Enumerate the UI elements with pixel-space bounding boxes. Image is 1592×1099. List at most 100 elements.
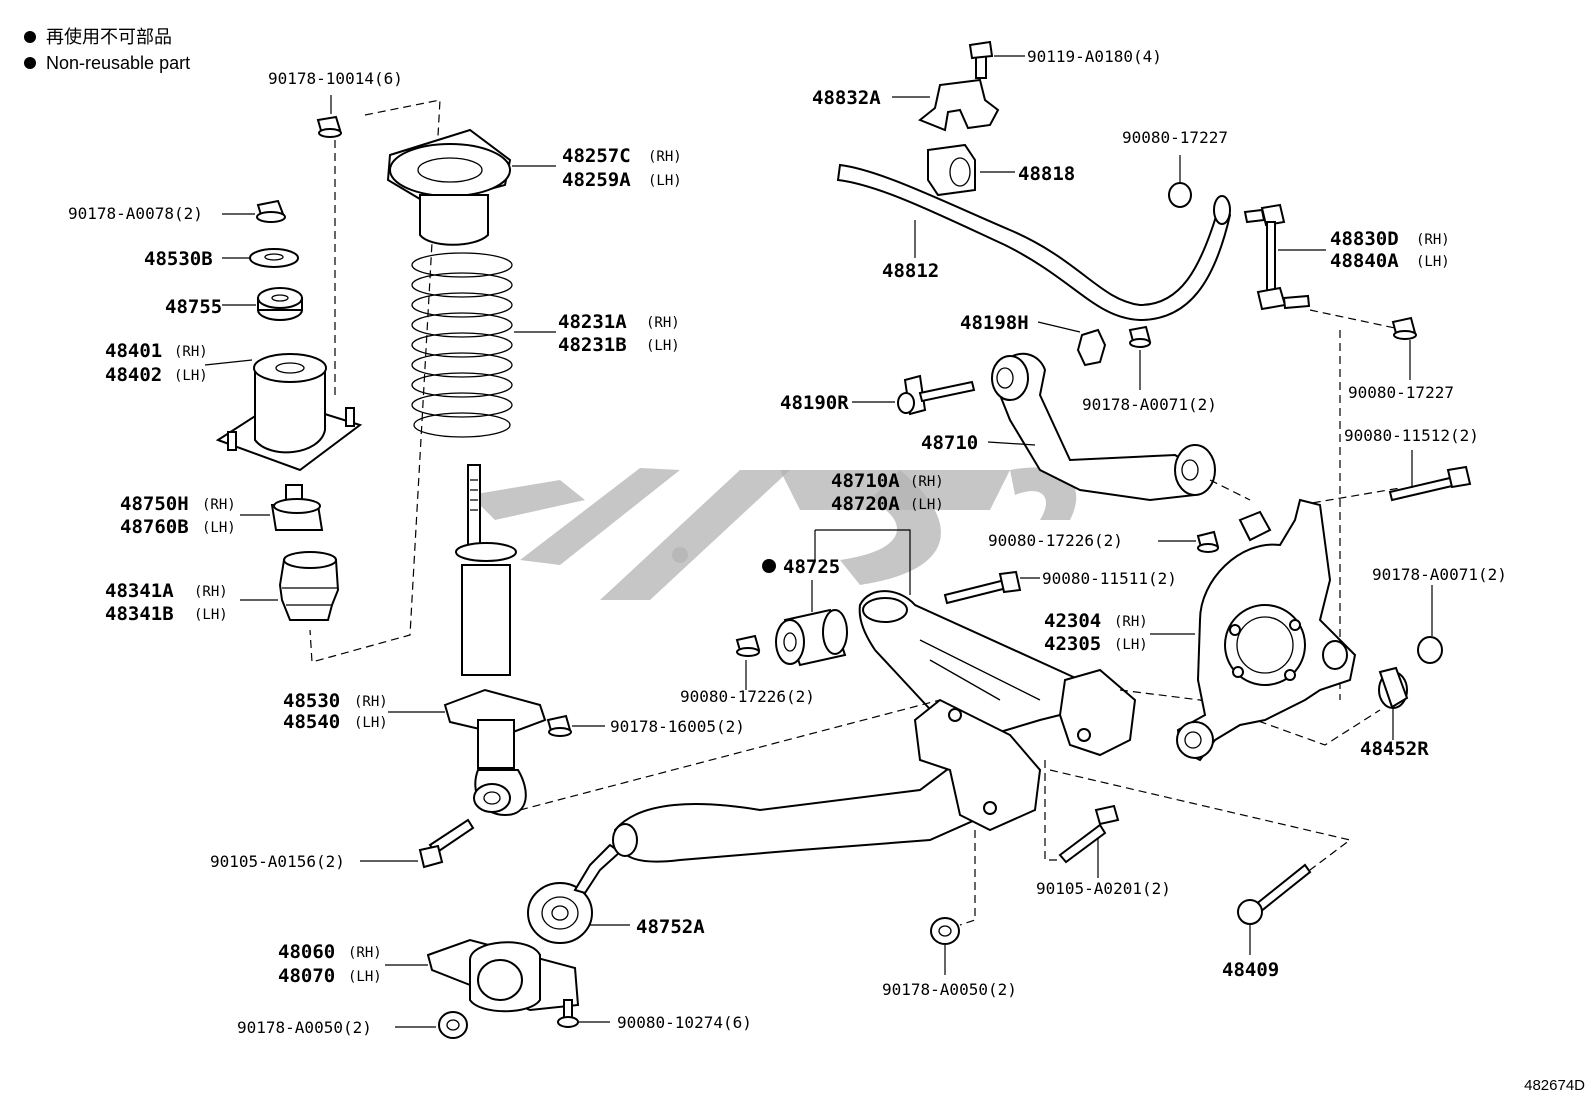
diagram-id: 482674D [1524,1077,1585,1094]
label-rh: (RH) [1114,614,1148,630]
stabilizer-link-icon [1243,203,1311,311]
label-48818: 48818 [1018,163,1075,185]
non-reusable-bullet-icon [762,559,776,573]
coil-spring-icon [411,252,513,438]
label-48830D: 48830D [1330,228,1399,250]
label-rh: (RH) [1416,232,1450,248]
label-48259A: 48259A [562,169,631,191]
flange-nut-icon [438,1011,468,1039]
label-lh: (LH) [910,497,944,513]
label-48231B: 48231B [558,334,627,356]
label-rh: (RH) [202,497,236,513]
upper-support-icon [215,353,363,472]
label-48402: 48402 [105,364,162,386]
hex-nut-icon [256,199,286,223]
label-90105-A0156: 90105-A0156(2) [210,852,345,871]
label-48401: 48401 [105,340,162,362]
label-48257C: 48257C [562,145,631,167]
label-48720A: 48720A [831,493,900,515]
label-rh: (RH) [648,149,682,165]
label-48530B: 48530B [144,248,213,270]
label-90080-17226: 90080-17226(2) [680,687,815,706]
label-lh: (LH) [174,368,208,384]
spring-seat-icon [386,128,512,246]
bushing-icon [257,287,303,321]
lower-arm-bushing-icon [527,882,593,944]
bushing-bracket-icon [426,938,580,1013]
label-48710: 48710 [921,432,978,454]
non-reusable-bullet-icon [24,57,36,69]
label-48341B: 48341B [105,603,174,625]
subframe-bracket-icon [913,668,1137,832]
label-48760B: 48760B [120,516,189,538]
cam-bolt-icon [897,374,976,416]
flange-nut-icon [1168,182,1192,208]
label-rh: (RH) [174,344,208,360]
label-rh: (RH) [348,945,382,961]
stabilizer-bar-icon [836,163,1232,322]
label-48409: 48409 [1222,959,1279,981]
bolt-icon [943,570,1022,605]
label-lh: (LH) [354,715,388,731]
non-reusable-bullet-icon [24,31,36,43]
legend-japanese: 再使用不可部品 [46,27,172,47]
label-90105-A0201: 90105-A0201(2) [1036,879,1171,898]
label-rh: (RH) [354,694,388,710]
part-labels: 90178-10014(6) 90178-A0078(2) 48530B 487… [68,47,1507,1037]
label-90178-10014: 90178-10014(6) [268,69,403,88]
label-48755: 48755 [165,296,222,318]
label-lh: (LH) [648,173,682,189]
label-48530: 48530 [283,690,340,712]
flange-nut-icon [1128,325,1152,348]
label-42304: 42304 [1044,610,1101,632]
label-48452R: 48452R [1360,738,1429,760]
shock-absorber-icon [443,464,547,817]
cam-bolt-icon [1237,863,1312,925]
label-90178-A0071: 90178-A0071(2) [1372,565,1507,584]
cam-plate-icon [1076,328,1107,367]
lower-control-arm-icon [573,758,987,895]
label-90080-17227: 90080-17227 [1348,383,1454,402]
label-48070: 48070 [278,965,335,987]
stabilizer-bracket-icon [918,78,1000,132]
label-90119-A0180: 90119-A0180(4) [1027,47,1162,66]
label-90080-11512: 90080-11512(2) [1344,426,1479,445]
label-90178-16005: 90178-16005(2) [610,717,745,736]
flange-nut-icon [1417,636,1443,664]
label-rh: (RH) [910,474,944,490]
label-48190R: 48190R [780,392,849,414]
label-90178-A0050: 90178-A0050(2) [882,980,1017,999]
label-48840A: 48840A [1330,250,1399,272]
label-48832A: 48832A [812,87,881,109]
label-48710A: 48710A [831,470,900,492]
washer-icon [249,248,299,268]
label-90080-10274: 90080-10274(6) [617,1013,752,1032]
label-48060: 48060 [278,941,335,963]
label-48198H: 48198H [960,312,1029,334]
label-48341A: 48341A [105,580,174,602]
bolt-icon [968,40,994,79]
label-90178-A0071: 90178-A0071(2) [1082,395,1217,414]
bolt-icon [418,818,475,869]
bolt-icon [1058,804,1120,864]
label-rh: (RH) [646,315,680,331]
label-lh: (LH) [194,607,228,623]
label-lh: (LH) [1416,254,1450,270]
label-90080-17226: 90080-17226(2) [988,531,1123,550]
flange-nut-icon [735,634,761,657]
flange-nut-icon [316,115,342,138]
label-90178-A0050: 90178-A0050(2) [237,1018,372,1037]
bound-stopper-icon [270,484,324,531]
cushion-icon [1378,666,1409,709]
bolt-icon [1388,465,1472,502]
legend-english: Non-reusable part [46,53,190,73]
label-90178-A0078: 90178-A0078(2) [68,204,203,223]
label-lh: (LH) [348,969,382,985]
label-lh: (LH) [646,338,680,354]
flange-nut-icon [546,714,572,737]
label-rh: (RH) [194,584,228,600]
label-42305: 42305 [1044,633,1101,655]
label-48752A: 48752A [636,916,705,938]
label-48750H: 48750H [120,493,189,515]
legend: 再使用不可部品 Non-reusable part [24,27,190,73]
